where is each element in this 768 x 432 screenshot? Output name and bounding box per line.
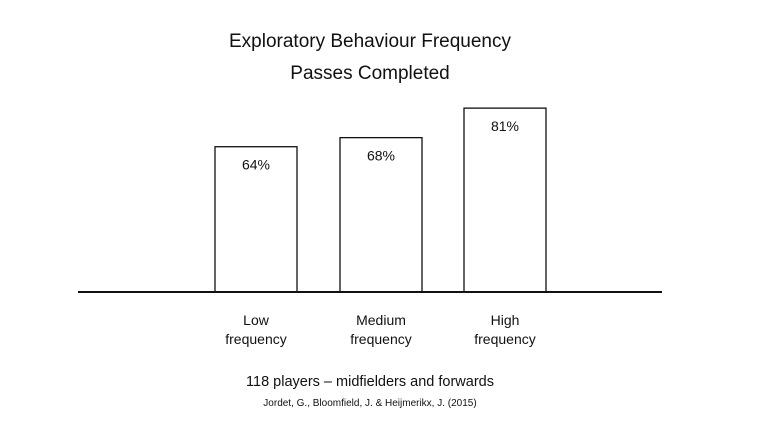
category-label: Low [243, 312, 270, 328]
bar [214, 146, 298, 293]
bar [463, 107, 547, 293]
data-label: 64% [242, 157, 270, 173]
bar [339, 136, 423, 293]
category-label: frequency [350, 331, 411, 347]
chart-title: Exploratory Behaviour Frequency [229, 31, 511, 52]
data-label: 68% [367, 148, 395, 164]
data-label: 81% [491, 118, 519, 134]
chart-subtitle: Passes Completed [290, 63, 450, 84]
category-label: frequency [474, 331, 535, 347]
category-label: Medium [356, 312, 406, 328]
sample-caption: 118 players – midfielders and forwards [246, 374, 494, 390]
source-citation: Jordet, G., Bloomfield, J. & Heijmerikx,… [263, 398, 477, 409]
category-label: High [491, 312, 520, 328]
category-label: frequency [225, 331, 286, 347]
